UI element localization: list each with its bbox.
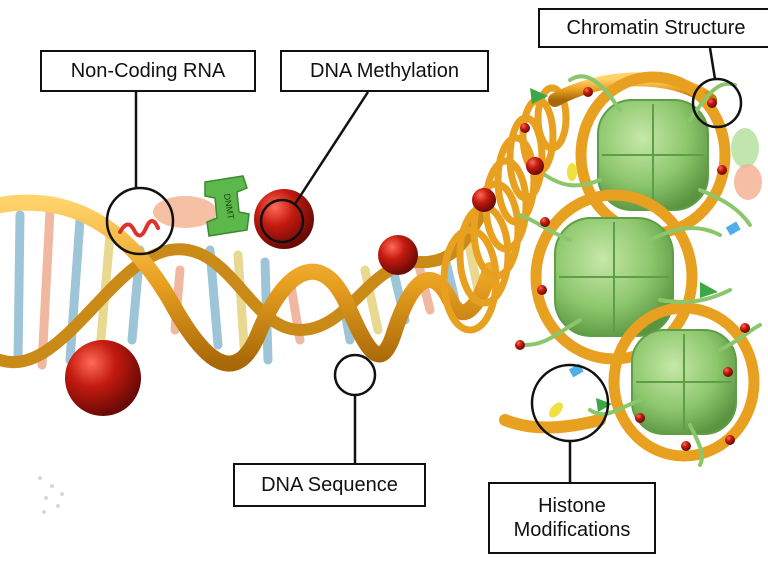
callout-lines	[134, 47, 717, 482]
highlight-chromatin	[691, 77, 743, 129]
histone-tails	[518, 74, 762, 467]
label-histone-line2: Modifications	[513, 519, 631, 541]
dnmt-label: DNMT	[222, 193, 236, 221]
dna-coil	[440, 84, 570, 334]
nucleosome-bottom	[608, 302, 760, 462]
label-dna-sequence: DNA Sequence	[233, 463, 426, 507]
background-noise	[38, 476, 64, 514]
label-histone-line1: Histone	[538, 495, 606, 517]
dnmt-enzyme-icon: DNMT	[204, 175, 250, 237]
highlight-sequence	[333, 353, 377, 397]
modification-marks	[515, 87, 762, 451]
dna-backbone-back	[0, 194, 496, 369]
label-chromatin-structure: Chromatin Structure	[538, 8, 768, 48]
highlight-methylation	[259, 198, 305, 244]
dna-tail	[499, 414, 606, 434]
label-dna-methylation: DNA Methylation	[280, 50, 489, 92]
label-non-coding-rna: Non-Coding RNA	[40, 50, 256, 92]
label-histone-modifications: Histone Modifications	[488, 482, 656, 554]
non-coding-rna-icon	[118, 196, 217, 238]
highlight-ncrna	[105, 186, 175, 256]
